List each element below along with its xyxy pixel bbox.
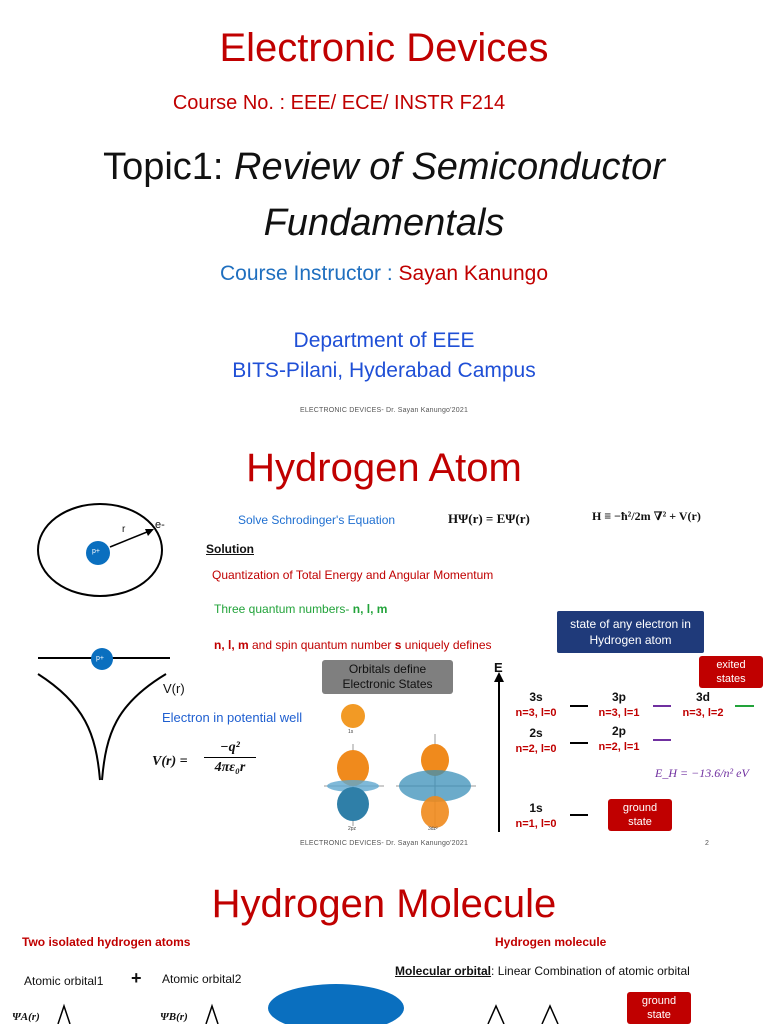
potential-eq-lhs: V(r) = — [152, 754, 188, 769]
potential-label: V(r) — [163, 681, 185, 696]
peak-a — [57, 1003, 71, 1024]
orb-1s-label: 1s — [348, 729, 354, 735]
peak-m1 — [487, 1004, 505, 1024]
level-2s-name: 2s — [529, 726, 543, 740]
orbitals-box: Orbitals define Electronic States — [322, 660, 453, 694]
well-right-curve — [101, 673, 167, 781]
hamiltonian: H ≡ −ħ²/2m ∇² + V(r) — [592, 509, 701, 523]
plus-sign: + — [131, 968, 142, 988]
course-number: Course No. : EEE/ ECE/ INSTR F214 — [172, 92, 506, 114]
well-proton-label: p+ — [96, 655, 104, 662]
campus: BITS-Pilani, Hyderabad Campus — [232, 359, 536, 382]
level-3d-q: n=3, l=2 — [682, 707, 724, 719]
orb-2pz-label: 2pz — [348, 826, 357, 832]
level-3d-name: 3d — [695, 690, 710, 704]
atomic-orbital-2: Atomic orbital2 — [162, 972, 242, 986]
three-quantum-numbers: Three quantum numbers- n, l, m — [214, 602, 387, 616]
solve-text: Solve Schrodinger's Equation — [238, 513, 396, 527]
level-2p-q: n=2, l=1 — [598, 741, 640, 753]
potential-eq-num: −q² — [220, 740, 240, 755]
level-3p-name: 3p — [611, 690, 626, 704]
psi-b: ΨB(r) — [160, 1011, 188, 1023]
page-number: 2 — [705, 840, 710, 847]
level-3s-name: 3s — [529, 690, 543, 704]
orbital-images — [324, 704, 476, 828]
hydrogen-molecule-label: Hydrogen molecule — [495, 935, 607, 949]
level-2s-q: n=2, l=0 — [515, 743, 557, 755]
solution-label: Solution — [206, 542, 254, 556]
peak-m2 — [541, 1004, 559, 1024]
slide1-footer: ELECTRONIC DEVICES- Dr. Sayan Kanungo'20… — [299, 407, 469, 414]
three-qn-text: Three quantum numbers- — [214, 602, 353, 616]
well-nucleus — [91, 648, 113, 670]
schrodinger-equation: HΨ(r) = EΨ(r) — [448, 511, 530, 526]
orb-3dz2-label: 3dz² — [428, 826, 438, 832]
energy-level-diagram — [494, 672, 754, 832]
electron-orbit — [37, 503, 163, 597]
potential-eq-den: 4πε₀r — [214, 760, 246, 775]
well-left-curve — [37, 673, 101, 781]
isolated-atoms-label: Two isolated hydrogen atoms — [22, 935, 191, 949]
department: Department of EEE — [293, 329, 475, 352]
wavefunction-peaks — [57, 1003, 559, 1024]
radius-label: r — [122, 524, 126, 535]
slide2-title: Hydrogen Atom — [246, 446, 522, 490]
three-qn-vars: n, l, m — [352, 602, 388, 616]
ground-state-tag: ground state — [608, 799, 672, 831]
exited-states-tag: exited states — [699, 656, 763, 688]
energy-axis-arrow — [494, 672, 504, 682]
mo-text: : Linear Combination of atomic orbital — [491, 964, 690, 978]
molecule-ellipse — [268, 984, 404, 1024]
slide-3: Hydrogen Molecule Two isolated hydrogen … — [0, 858, 768, 1024]
proton-nucleus — [86, 541, 110, 565]
molecular-orbital-line: Molecular orbital: Linear Combination of… — [395, 964, 690, 978]
topic-line2: Fundamentals — [263, 202, 505, 244]
level-1s-q: n=1, l=0 — [515, 818, 557, 830]
orbital-3dz2 — [396, 734, 476, 828]
level-2p-name: 2p — [611, 724, 626, 738]
electron-label: e- — [155, 519, 165, 531]
topic-heading: Topic1: Review of Semiconductor — [0, 142, 768, 192]
defines-s: s — [394, 638, 402, 652]
topic-prefix: Topic1: — [103, 146, 224, 188]
well-text: Electron in potential well — [162, 710, 303, 725]
slide1-title: Electronic Devices — [219, 26, 549, 70]
instructor-name: Sayan Kanungo — [398, 262, 549, 285]
level-1s-name: 1s — [529, 801, 543, 815]
atomic-orbital-1: Atomic orbital1 — [24, 974, 104, 988]
radius-arrow — [109, 529, 153, 548]
potential-well-diagram — [37, 648, 170, 781]
ground-state-tag-2: ground state — [627, 992, 691, 1024]
slide2-footer: ELECTRONIC DEVICES- Dr. Sayan Kanungo'20… — [299, 840, 469, 847]
orbital-2pz — [324, 744, 384, 826]
topic-line1: Review of Semiconductor — [234, 146, 665, 188]
atom-diagram — [37, 503, 163, 597]
defines-vars: n, l, m — [214, 638, 249, 652]
slide-1: Electronic Devices Course No. : EEE/ ECE… — [0, 0, 768, 430]
quantization-text: Quantization of Total Energy and Angular… — [212, 568, 494, 582]
slide3-title: Hydrogen Molecule — [211, 882, 557, 926]
radius-arrowhead — [145, 529, 154, 536]
defines-end: uniquely defines — [401, 638, 492, 652]
energy-axis-label: E — [494, 660, 503, 675]
instructor-line: Course Instructor : Sayan Kanungo — [0, 262, 768, 286]
level-3p-q: n=3, l=1 — [598, 707, 640, 719]
defines-text: and spin quantum number — [248, 638, 395, 652]
eh-formula: E_H = −13.6/n² eV — [655, 766, 749, 780]
mo-label: Molecular orbital — [395, 964, 492, 978]
defines-line: n, l, m and spin quantum number s unique… — [214, 638, 492, 652]
instructor-label: Course Instructor : — [219, 262, 393, 285]
level-3s-q: n=3, l=0 — [515, 707, 557, 719]
orbital-1s — [341, 704, 365, 728]
psi-a: ΨA(r) — [12, 1011, 40, 1023]
state-box: state of any electron in Hydrogen atom — [557, 611, 704, 653]
proton-label: p+ — [92, 548, 100, 555]
peak-b — [205, 1003, 219, 1024]
slide-2: Hydrogen Atom p+ r e- p+ V(r) Electron i… — [0, 432, 768, 856]
